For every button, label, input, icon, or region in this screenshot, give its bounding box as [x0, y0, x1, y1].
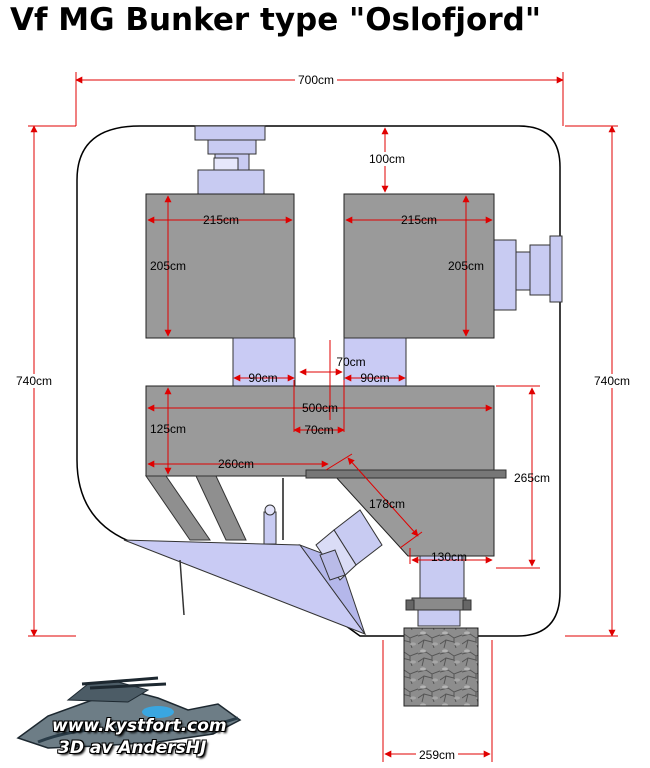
dim-height-left: 740cm	[16, 374, 52, 388]
dim-bottom-inner: 130cm	[431, 550, 467, 564]
periscope	[263, 478, 284, 545]
dim-corridor-gap-upper: 70cm	[336, 355, 365, 369]
logo-url-text: www.kystfort.com	[52, 716, 227, 736]
dim-diagonal-wall: 178cm	[369, 497, 405, 511]
dim-entrance-width: 259cm	[419, 748, 455, 762]
vent-right	[493, 235, 563, 311]
dim-room-right-width: 215cm	[401, 213, 437, 227]
embrasure-walls	[145, 475, 247, 541]
dim-corridor-gap-lower: 70cm	[304, 423, 333, 437]
dim-corridor-right: 90cm	[360, 371, 389, 385]
stone-foundation	[403, 627, 479, 707]
dim-total-width: 700cm	[298, 73, 334, 87]
logo-credit-text: 3D av AndersHJ	[58, 738, 207, 758]
dim-embrasure-span: 260cm	[218, 457, 254, 471]
dim-room-left-width: 215cm	[203, 213, 239, 227]
dim-right-side-height: 265cm	[514, 471, 550, 485]
dim-main-room-depth: 125cm	[150, 422, 186, 436]
dim-main-room-width: 500cm	[302, 401, 338, 415]
dim-roof-gap: 100cm	[369, 152, 405, 166]
dim-corridor-left: 90cm	[248, 371, 277, 385]
dim-room-left-height: 205cm	[150, 259, 186, 273]
dim-height-right: 740cm	[594, 374, 630, 388]
kystfort-logo	[16, 676, 242, 749]
page-title: Vf MG Bunker type "Oslofjord"	[10, 2, 541, 38]
dim-room-right-height: 205cm	[448, 259, 484, 273]
vent-top-left	[194, 125, 266, 195]
gun-shelf	[305, 469, 507, 479]
